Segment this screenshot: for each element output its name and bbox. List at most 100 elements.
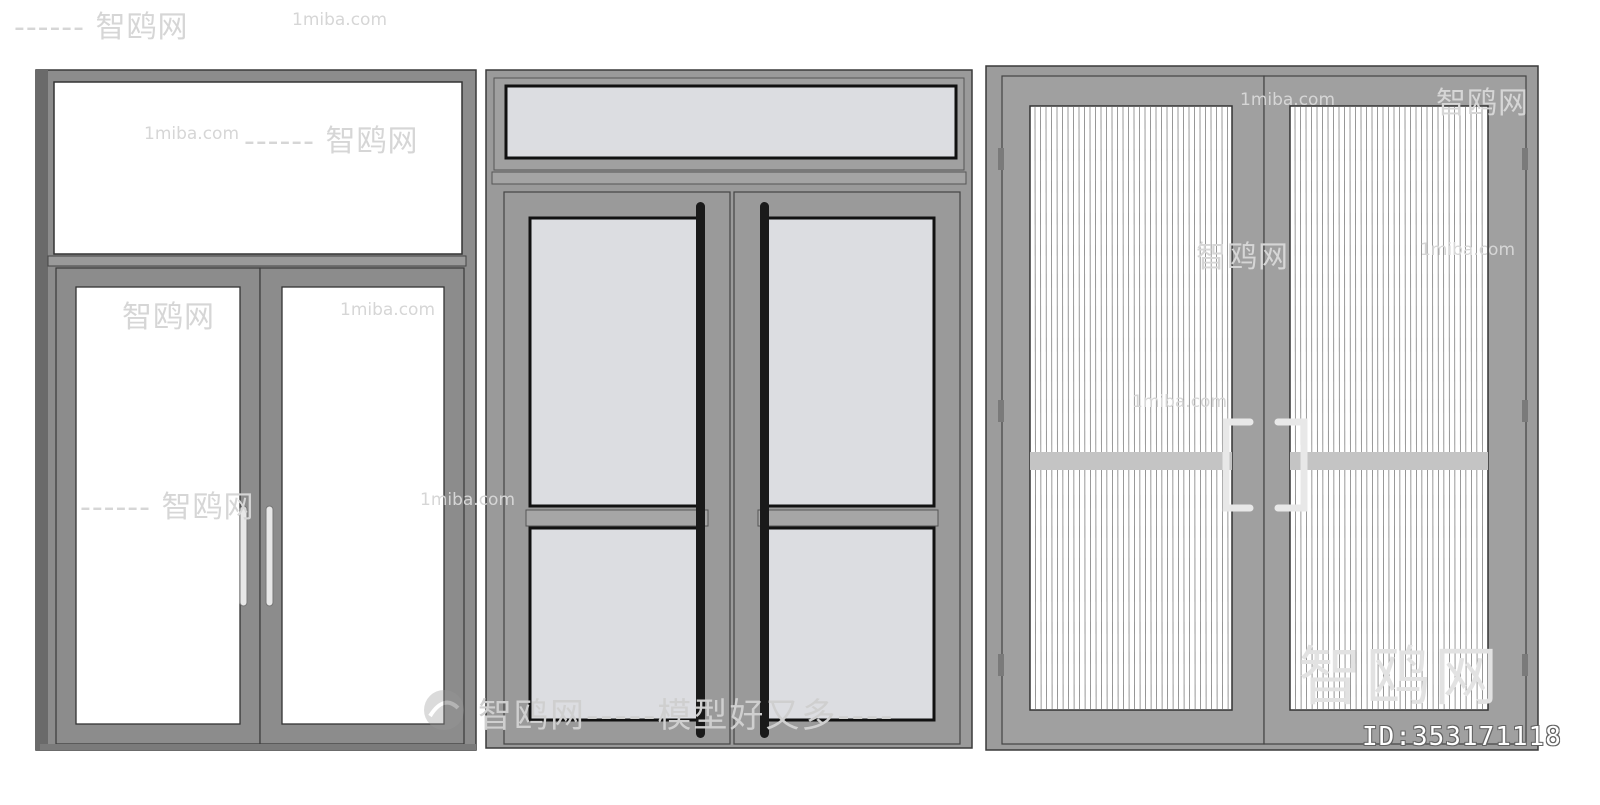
flute-line (1221, 106, 1223, 710)
flute-line (1360, 106, 1362, 710)
door-1-left-handle (239, 505, 248, 607)
flute-line (1216, 106, 1218, 710)
flute-line (1100, 106, 1102, 710)
flute-line (1144, 106, 1146, 710)
flute-line (1062, 106, 1064, 710)
flute-line (1426, 106, 1428, 710)
flute-line (1432, 106, 1434, 710)
flute-line (1122, 106, 1124, 710)
flute-line (1481, 106, 1483, 710)
door-2-left-upper-glass (528, 216, 702, 508)
flute-line (1470, 106, 1472, 710)
flute-line (1051, 106, 1053, 710)
flute-line (1443, 106, 1445, 710)
hinge-icon (1522, 148, 1528, 170)
door-1-right-handle (265, 505, 274, 607)
flute-line (1073, 106, 1075, 710)
flute-line (1106, 106, 1108, 710)
model-id-label: ID:353171118 (1362, 722, 1562, 752)
flute-line (1199, 106, 1201, 710)
door-1-transom-glass (53, 81, 463, 255)
door-2 (485, 69, 973, 749)
door-1-left-edge-shadow (36, 70, 48, 750)
flute-line (1404, 106, 1406, 710)
door-3-left-rail (1030, 452, 1232, 470)
flute-line (1117, 106, 1119, 710)
flute-line (1095, 106, 1097, 710)
door-2-transom-glass (504, 84, 958, 160)
flute-line (1322, 106, 1324, 710)
flute-line (1393, 106, 1395, 710)
flute-line (1465, 106, 1467, 710)
flute-line (1089, 106, 1091, 710)
flute-line (1316, 106, 1318, 710)
flute-line (1355, 106, 1357, 710)
door-2-left-mullion (525, 509, 709, 527)
flute-line (1034, 106, 1036, 710)
flute-line (1327, 106, 1329, 710)
door-2-left-bar-handle (696, 202, 705, 738)
flute-line (1183, 106, 1185, 710)
flute-line (1344, 106, 1346, 710)
flute-line (1459, 106, 1461, 710)
flute-line (1311, 106, 1313, 710)
flute-line (1437, 106, 1439, 710)
flute-line (1366, 106, 1368, 710)
flute-line (1067, 106, 1069, 710)
flute-line (1188, 106, 1190, 710)
hinge-icon (1522, 654, 1528, 676)
flute-line (1084, 106, 1086, 710)
door-3-hinges (998, 148, 1528, 676)
flute-line (1150, 106, 1152, 710)
hinge-icon (998, 148, 1004, 170)
door-1-right-glass (281, 286, 445, 725)
flute-line (1078, 106, 1080, 710)
flute-line (1177, 106, 1179, 710)
flute-line (1205, 106, 1207, 710)
flute-line (1128, 106, 1130, 710)
flute-line (1139, 106, 1141, 710)
door-1 (35, 69, 477, 751)
flute-line (1045, 106, 1047, 710)
flute-line (1448, 106, 1450, 710)
watermark-logo-icon (424, 690, 464, 730)
flute-line (1454, 106, 1456, 710)
flute-line (1349, 106, 1351, 710)
door-3-right-rail (1290, 452, 1488, 470)
flute-line (1399, 106, 1401, 710)
flute-line (1172, 106, 1174, 710)
flute-line (1338, 106, 1340, 710)
flute-line (1227, 106, 1229, 710)
door-2-right-bar-handle (760, 202, 769, 738)
door-2-right-lower-glass (762, 526, 936, 722)
flute-line (1056, 106, 1058, 710)
door-2-left-lower-glass (528, 526, 702, 722)
door-1-transom-bar (47, 255, 467, 267)
flute-line (1415, 106, 1417, 710)
flute-line (1305, 106, 1307, 710)
flute-line (1155, 106, 1157, 710)
flute-line (1371, 106, 1373, 710)
flute-line (1166, 106, 1168, 710)
door-3-flute-lines (1034, 106, 1483, 710)
flute-line (1421, 106, 1423, 710)
door-2-right-upper-glass (762, 216, 936, 508)
flute-line (1210, 106, 1212, 710)
flute-line (1388, 106, 1390, 710)
flute-line (1300, 106, 1302, 710)
flute-line (1294, 106, 1296, 710)
hinge-icon (1522, 400, 1528, 422)
hinge-icon (998, 400, 1004, 422)
flute-line (1194, 106, 1196, 710)
door-2-header-bar (491, 171, 967, 185)
flute-line (1382, 106, 1384, 710)
flute-line (1111, 106, 1113, 710)
flute-line (1040, 106, 1042, 710)
flute-line (1410, 106, 1412, 710)
flute-line (1133, 106, 1135, 710)
flute-line (1476, 106, 1478, 710)
door-3-left-fluted-glass (1029, 105, 1233, 711)
door-2-right-mullion (757, 509, 939, 527)
flute-line (1333, 106, 1335, 710)
